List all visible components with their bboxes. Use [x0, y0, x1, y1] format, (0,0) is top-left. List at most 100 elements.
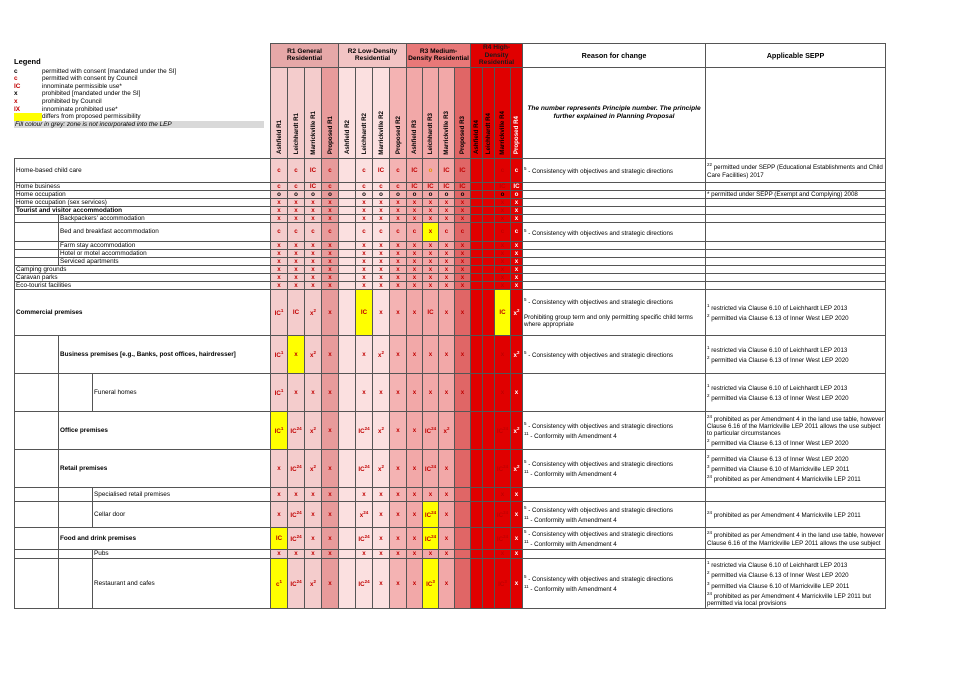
permissibility-cell: x — [304, 280, 322, 290]
column-header: Proposed R3 — [454, 66, 471, 159]
permissibility-cell: x — [494, 272, 511, 282]
permissibility-cell: x — [372, 272, 390, 282]
permissibility-cell: x — [321, 288, 339, 336]
permissibility-cell: x — [454, 256, 471, 266]
permissibility-cell: x — [406, 264, 423, 274]
permissibility-cell: c1 — [270, 557, 288, 609]
permissibility-cell — [338, 334, 356, 374]
permissibility-cell: IC24 — [494, 500, 511, 528]
land-use-label: Office premises — [58, 410, 271, 450]
sepp-cell — [705, 548, 886, 559]
permissibility-cell: x — [355, 197, 373, 207]
permissibility-cell: o — [422, 189, 439, 199]
permissibility-cell: x — [438, 557, 455, 609]
permissibility-cell — [482, 205, 495, 215]
permissibility-cell: x — [494, 256, 511, 266]
permissibility-cell: x — [270, 448, 288, 488]
legend-note: Fill colour in grey: zone is not incorpo… — [14, 120, 264, 129]
sepp-cell — [705, 205, 886, 215]
permissibility-cell: x — [438, 248, 455, 258]
permissibility-cell: x — [372, 213, 390, 223]
sepp-cell — [705, 197, 886, 207]
permissibility-cell: x — [270, 205, 288, 215]
permissibility-cell: x — [422, 248, 439, 258]
column-header-label: Marrickville R3 — [443, 110, 450, 155]
permissibility-cell: x24 — [355, 500, 373, 528]
permissibility-cell — [470, 500, 483, 528]
indent-cell — [14, 486, 59, 502]
legend-text: innominate prohibited use* — [42, 105, 118, 113]
permissibility-cell: x — [422, 486, 439, 502]
sepp-cell — [705, 486, 886, 502]
permissibility-cell — [470, 213, 483, 223]
permissibility-cell: IC24 — [355, 410, 373, 450]
permissibility-cell: IC1 — [270, 372, 288, 412]
permissibility-cell: x — [454, 272, 471, 282]
column-header-label: Marrickville R1 — [309, 110, 317, 155]
permissibility-cell: x — [355, 256, 373, 266]
permissibility-cell — [470, 448, 483, 488]
permissibility-cell: x — [321, 280, 339, 290]
permissibility-cell: x — [438, 500, 455, 528]
reason-cell: 5 - Consistency with objectives and stra… — [522, 448, 706, 488]
permissibility-cell: x — [321, 410, 339, 450]
reason-cell — [522, 181, 706, 191]
permissibility-cell: x — [304, 248, 322, 258]
permissibility-cell: x — [304, 486, 322, 502]
permissibility-cell — [338, 197, 356, 207]
permissibility-cell: IC — [304, 181, 322, 191]
zone-header: R2 Low-Density Residential — [338, 43, 407, 68]
column-header-label: Ashfield R3 — [411, 120, 418, 155]
permissibility-cell: x — [454, 248, 471, 258]
permissibility-cell: x — [422, 256, 439, 266]
permissibility-cell: x — [355, 334, 373, 374]
permissibility-cell — [482, 221, 495, 242]
sepp-cell: * permitted under SEPP (Exempt and Compl… — [705, 189, 886, 199]
permissibility-cell: x — [510, 272, 523, 282]
legend-item: differs from proposed permissibility — [14, 113, 264, 121]
land-use-label: Tourist and visitor accommodation — [14, 205, 271, 215]
indent-cell — [58, 500, 93, 528]
column-header: Marrickville R3 — [438, 66, 455, 159]
sepp-cell — [705, 221, 886, 242]
permissibility-cell: x — [454, 197, 471, 207]
permissibility-cell: x2 — [372, 334, 390, 374]
sepp-blank — [705, 66, 886, 159]
permissibility-cell: IC — [494, 181, 511, 191]
land-use-label: Home occupation — [14, 189, 271, 199]
permissibility-cell — [454, 500, 471, 528]
permissibility-cell: c — [510, 221, 523, 242]
permissibility-cell: x — [321, 486, 339, 502]
permissibility-cell — [338, 213, 356, 223]
column-header: Proposed R1 — [321, 66, 339, 159]
permissibility-cell — [470, 256, 483, 266]
permissibility-cell: x2 — [510, 288, 523, 336]
permissibility-cell — [482, 548, 495, 559]
permissibility-cell: x — [321, 197, 339, 207]
permissibility-cell — [454, 410, 471, 450]
permissibility-cell: x — [304, 240, 322, 250]
reason-cell — [522, 486, 706, 502]
reason-cell: 5 - Consistency with objectives and stra… — [522, 526, 706, 550]
permissibility-cell: IC24 — [355, 557, 373, 609]
reason-cell: 5 - Consistency with objectives and stra… — [522, 500, 706, 528]
land-use-label: Food and drink premises — [58, 526, 271, 550]
permissibility-cell — [470, 372, 483, 412]
permissibility-cell: x — [372, 288, 390, 336]
land-use-label: Pubs — [92, 548, 271, 559]
permissibility-cell: x — [355, 240, 373, 250]
legend-text: prohibited [mandated under the SI] — [42, 90, 141, 98]
permissibility-cell — [470, 205, 483, 215]
permissibility-cell: o — [287, 189, 305, 199]
permissibility-cell: x — [510, 197, 523, 207]
column-header: Proposed R4 — [510, 66, 523, 159]
permissibility-cell: x — [287, 264, 305, 274]
sepp-cell: 22 permitted under SEPP (Educational Est… — [705, 157, 886, 183]
reason-cell — [522, 205, 706, 215]
